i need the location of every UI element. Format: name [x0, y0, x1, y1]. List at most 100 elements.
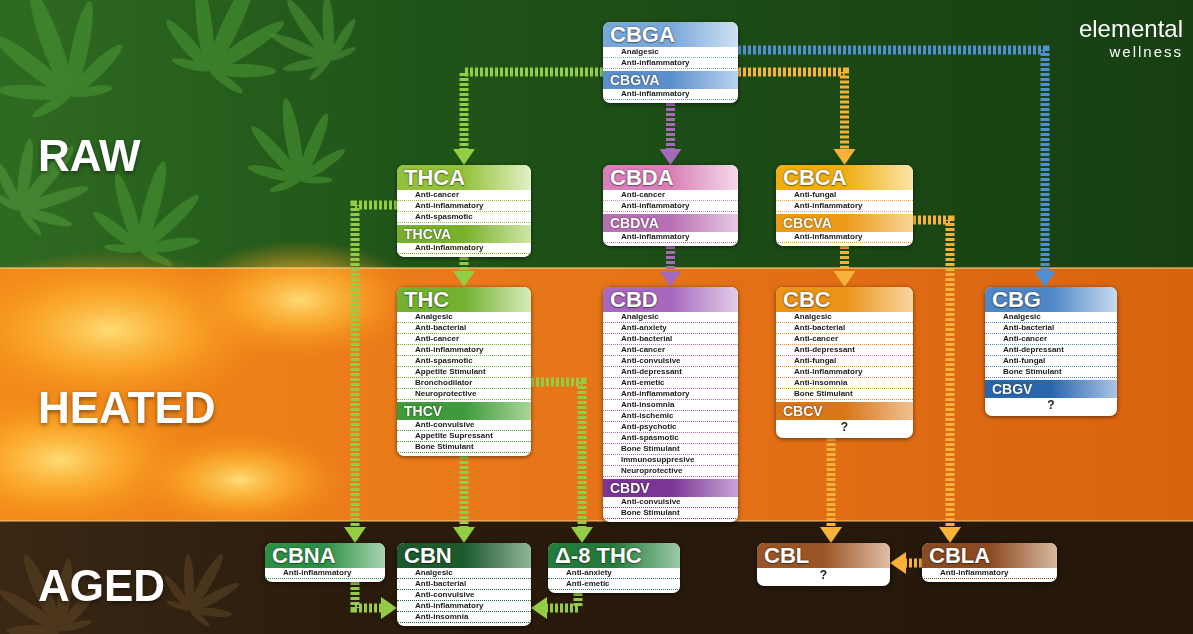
- property-item: Anti-inflammatory: [603, 58, 738, 69]
- property-item: Bone Stimulant: [603, 508, 738, 519]
- property-item: Anti-inflammatory: [776, 201, 913, 212]
- unknown-mark: ?: [776, 420, 913, 435]
- property-item: Anti-inflammatory: [776, 367, 913, 378]
- property-item: Anti-bacterial: [985, 323, 1117, 334]
- compound-name: CBD: [603, 287, 738, 312]
- property-item: Anti-cancer: [603, 190, 738, 201]
- flow-line: [464, 72, 603, 151]
- property-item: Anti-insomnia: [603, 400, 738, 411]
- property-item: Anti-anxiety: [603, 323, 738, 334]
- property-item: Anti-convulsive: [603, 497, 738, 508]
- compound-name: THC: [397, 287, 531, 312]
- arrow-head: [660, 149, 682, 165]
- stage-label: RAW: [38, 132, 141, 180]
- property-item: Anti-inflammatory: [397, 601, 531, 612]
- property-item: Analgesic: [603, 312, 738, 323]
- property-item: Anti-psychotic: [603, 422, 738, 433]
- arrow-head: [834, 149, 856, 165]
- property-item: Bone Stimulant: [985, 367, 1117, 378]
- flow-line: [460, 456, 469, 529]
- property-item: Neuroprotective: [397, 389, 531, 400]
- sub-compound: CBDVAAnti-inflammatory: [603, 214, 738, 243]
- arrow-head: [453, 527, 475, 543]
- property-item: Anti-cancer: [397, 190, 531, 201]
- property-item: Anti-inflammatory: [603, 232, 738, 243]
- arrow-head: [1034, 271, 1056, 287]
- stage-label: AGED: [38, 562, 165, 610]
- compound-name: Δ-8 THC: [548, 543, 680, 568]
- property-item: Appetite Supressant: [397, 431, 531, 442]
- property-item: Anti-inflammatory: [397, 345, 531, 356]
- property-item: Anti-depressant: [985, 345, 1117, 356]
- flow-arrow: [453, 257, 475, 287]
- property-item: Bronchodilator: [397, 378, 531, 389]
- flow-line: [355, 582, 383, 608]
- property-item: Appetite Stimulant: [397, 367, 531, 378]
- property-item: Anti-fungal: [985, 356, 1117, 367]
- flow-arrow: [531, 382, 593, 543]
- sub-compound-name: CBCVA: [776, 214, 913, 232]
- compound-name: CBG: [985, 287, 1117, 312]
- property-item: Bone Stimulant: [397, 442, 531, 453]
- flow-arrow: [738, 50, 1056, 287]
- property-item: Anti-inflammatory: [397, 201, 531, 212]
- property-item: Anti-spasmotic: [603, 433, 738, 444]
- property-item: Anti-bacterial: [776, 323, 913, 334]
- sub-compound-name: CBGVA: [603, 71, 738, 89]
- property-item: Anti-ischemic: [603, 411, 738, 422]
- property-item: Neuroprotective: [603, 466, 738, 477]
- property-item: Anti-cancer: [397, 334, 531, 345]
- flow-arrow: [890, 552, 922, 574]
- flow-line: [355, 205, 397, 529]
- property-item: Anti-inflammatory: [603, 389, 738, 400]
- arrow-head: [820, 527, 842, 543]
- arrow-head: [453, 271, 475, 287]
- compound-box: CBDAnalgesicAnti-anxietyAnti-bacterialAn…: [603, 287, 738, 522]
- property-item: Anti-bacterial: [397, 579, 531, 590]
- property-item: Anti-inflammatory: [397, 243, 531, 254]
- property-item: Anti-inflammatory: [603, 89, 738, 100]
- arrow-head: [531, 597, 547, 619]
- property-item: Anti-bacterial: [397, 323, 531, 334]
- property-item: Anti-inflammatory: [922, 568, 1057, 579]
- property-item: Anti-emetic: [548, 579, 680, 590]
- sub-compound-name: CBDV: [603, 479, 738, 497]
- flow-line: [666, 246, 675, 273]
- compound-name: CBNA: [265, 543, 385, 568]
- compound-box: CBGAAnalgesicAnti-inflammatoryCBGVAAnti-…: [603, 22, 738, 103]
- property-item: Anti-cancer: [603, 345, 738, 356]
- arrow-head: [660, 271, 682, 287]
- compound-box: CBCAnalgesicAnti-bacterialAnti-cancerAnt…: [776, 287, 913, 438]
- flow-arrow: [453, 456, 475, 543]
- sub-compound: CBCV?: [776, 402, 913, 435]
- sub-compound-name: THCV: [397, 402, 531, 420]
- compound-box: Δ-8 THCAnti-anxietyAnti-emetic: [548, 543, 680, 593]
- sub-compound: CBGVAAnti-inflammatory: [603, 71, 738, 100]
- property-item: Anti-anxiety: [548, 568, 680, 579]
- property-item: Anti-insomnia: [776, 378, 913, 389]
- flow-arrow: [531, 593, 578, 619]
- sub-compound-name: CBGV: [985, 380, 1117, 398]
- flow-arrow: [913, 220, 961, 543]
- logo-text: wellness: [1109, 43, 1183, 60]
- flow-arrow: [820, 438, 842, 543]
- property-item: Analgesic: [603, 47, 738, 58]
- property-item: Anti-cancer: [985, 334, 1117, 345]
- flow-line: [738, 50, 1045, 273]
- sub-compound-name: THCVA: [397, 225, 531, 243]
- compound-name: THCA: [397, 165, 531, 190]
- compound-box: THCAnalgesicAnti-bacterialAnti-cancerAnt…: [397, 287, 531, 456]
- logo-text: elemental: [1079, 16, 1183, 42]
- compound-box: CBCAAnti-fungalAnti-inflammatoryCBCVAAnt…: [776, 165, 913, 246]
- property-item: Analgesic: [985, 312, 1117, 323]
- unknown-mark: ?: [757, 568, 890, 583]
- property-item: Bone Stimulant: [776, 389, 913, 400]
- arrow-head: [453, 149, 475, 165]
- stage-label: HEATED: [38, 384, 216, 432]
- arrow-head: [344, 527, 366, 543]
- compound-box: CBLAAnti-inflammatory: [922, 543, 1057, 582]
- sub-compound: THCVAAnti-inflammatory: [397, 225, 531, 254]
- flow-line: [546, 593, 579, 608]
- sub-compound: CBGV?: [985, 380, 1117, 413]
